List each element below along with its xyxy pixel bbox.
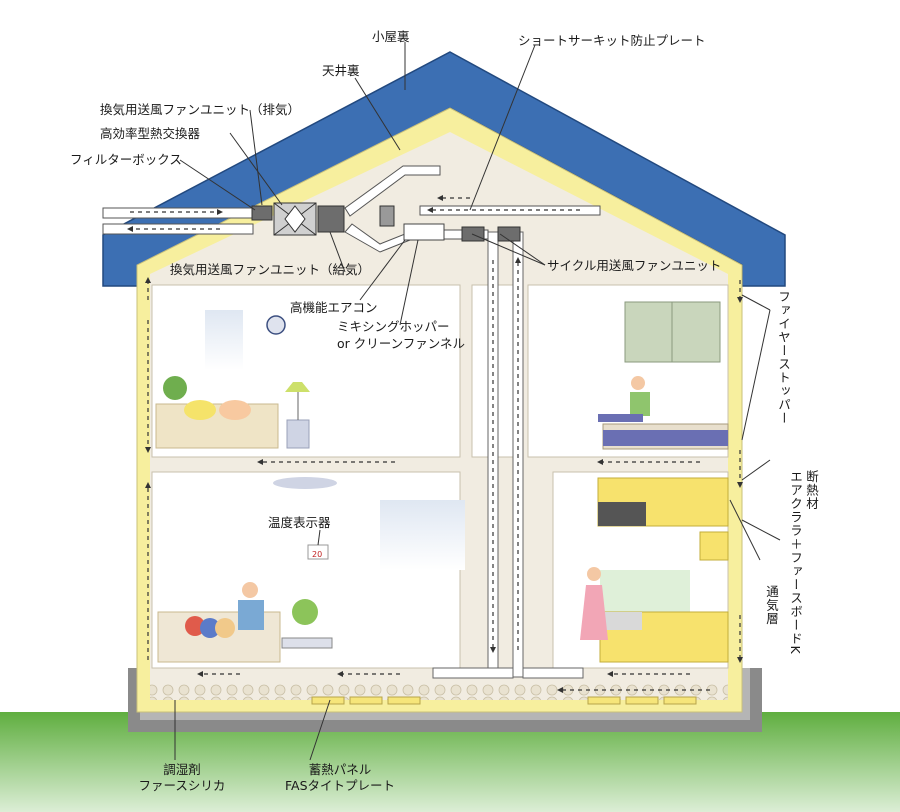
supply-fan-unit [317, 205, 345, 233]
label-mixing-hopper: ミキシングホッパー [337, 319, 450, 334]
label-clean-funnel: or クリーンファンネル [337, 336, 466, 351]
clock [266, 315, 286, 335]
label-insulation-line2: エアクララ＋ファースボードK [788, 470, 803, 655]
heat-exchanger [273, 202, 317, 236]
bed [602, 423, 729, 450]
label-cycle-fan-unit: サイクル用送風ファンユニット [547, 258, 722, 273]
label-humidity-agent-line1: 調湿剤 [163, 762, 201, 777]
heat-panels [311, 696, 697, 705]
cycle-fan-unit-2 [497, 226, 521, 242]
label-attic: 小屋裏 [372, 29, 410, 44]
label-short-circuit-plate: ショートサーキット防止プレート [518, 33, 706, 48]
label-fire-stopper: ファイヤーストッパー [776, 290, 791, 425]
label-exhaust-fan-unit: 換気用送風ファンユニット（排気） [100, 102, 301, 117]
label-heat-panel-line1: 蓄熱パネル [308, 762, 372, 777]
underfloor-silica [150, 684, 728, 700]
label-air-layer: 通気層 [764, 585, 779, 626]
air-conditioner [403, 223, 445, 241]
ceiling-light [273, 477, 337, 489]
label-heat-exchanger: 高効率型熱交換器 [100, 126, 201, 141]
person-reading [598, 376, 650, 422]
lamp [285, 382, 310, 449]
exhaust-fan-unit [251, 205, 273, 221]
thermo-value: 20 [312, 550, 323, 559]
label-insulation-line1: 断熱材 [804, 470, 819, 511]
sofa-lower [157, 582, 333, 663]
label-ceiling-space: 天井裏 [322, 63, 360, 78]
label-supply-fan-unit: 換気用送風ファンユニット（給気） [170, 262, 371, 277]
label-thermo-display: 温度表示器 [268, 515, 331, 530]
label-filter-box: フィルターボックス [70, 152, 182, 167]
leader-lines [174, 42, 781, 761]
label-humidity-agent-line2: ファースシリカ [138, 778, 226, 793]
label-heat-panel-line2: FASタイトプレート [284, 778, 396, 793]
sofa-upper [155, 376, 279, 449]
windows [205, 301, 721, 570]
kitchen [580, 477, 729, 663]
airflow-arrows [127, 195, 743, 693]
short-circuit-plate [379, 205, 395, 227]
label-air-conditioner: 高機能エアコン [290, 300, 378, 315]
